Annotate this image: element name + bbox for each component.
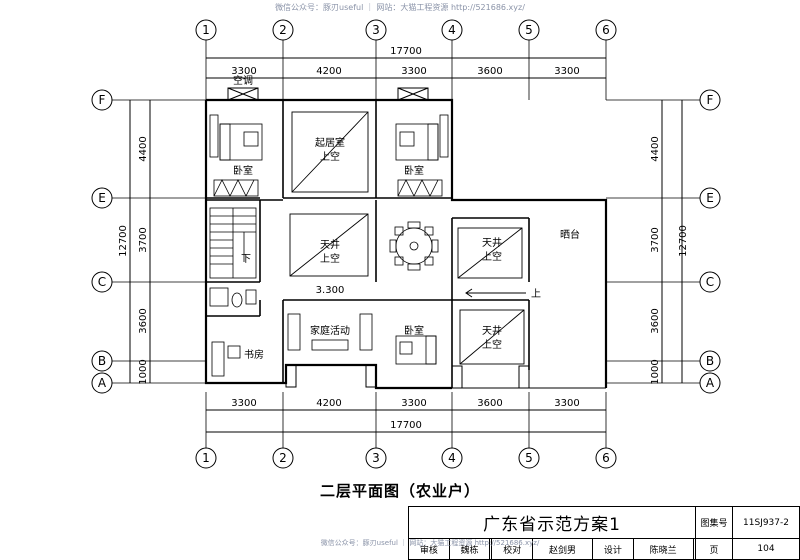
axis-row-b-left: B: [98, 354, 106, 368]
aircon-units: [227, 87, 530, 389]
top-total-dim: 17700: [390, 46, 422, 57]
bedroom-s-label: 卧室: [404, 324, 424, 337]
interior-walls: [206, 100, 530, 388]
row-axis-lines: [112, 99, 700, 384]
axis-bubbles: [91, 19, 721, 469]
bottom-span-4: 3600: [477, 398, 502, 409]
axis-col-1-bottom: 1: [202, 451, 210, 465]
axis-row-f-right: F: [707, 93, 714, 107]
dimension-texts: 17700 3300 4200 3300 3600 3300 3300 4200…: [118, 46, 689, 431]
page-number: 104: [732, 538, 800, 560]
stair-down-label: 下: [241, 254, 251, 265]
check-label: 校对: [491, 538, 534, 560]
atlas-number: 11SJ937-2: [732, 506, 800, 539]
plan-title: 二层平面图（农业户）: [319, 482, 480, 500]
aircon-label: 空调: [233, 74, 253, 87]
bottom-span-2: 4200: [316, 398, 341, 409]
bottom-span-5: 3300: [554, 398, 579, 409]
axis-row-c-left: C: [98, 275, 106, 289]
right-span-3: 3600: [650, 308, 661, 333]
check-name: 赵剑男: [532, 538, 594, 560]
design-label: 设计: [592, 538, 634, 560]
atlas-label: 图集号: [695, 506, 733, 539]
top-span-3: 3300: [401, 66, 426, 77]
column-axis-lines: [205, 40, 607, 448]
review-signature: [489, 538, 493, 560]
right-span-4: 1000: [650, 359, 661, 384]
axis-row-a-left: A: [98, 376, 107, 390]
review-label: 审核: [408, 538, 450, 560]
axis-col-1-top: 1: [202, 23, 210, 37]
stair: [209, 207, 257, 279]
bedroom-s-furniture: [395, 335, 437, 365]
axis-labels: 1 2 3 4 5 6 1 2 3 4 5 6 F E C B A F E C …: [98, 23, 715, 465]
bottom-span-3: 3300: [401, 398, 426, 409]
watermark-top: 微信公众号：豚刃useful ｜ 网站：大猫工程资源 http://521686…: [275, 3, 525, 12]
bottom-span-1: 3300: [231, 398, 256, 409]
axis-col-2-top: 2: [279, 23, 287, 37]
axis-col-3-top: 3: [372, 23, 380, 37]
axis-col-3-bottom: 3: [372, 451, 380, 465]
terrace-label: 晒台: [560, 228, 580, 241]
left-span-1: 4400: [138, 136, 149, 161]
stair-up-label: 上: [531, 288, 541, 300]
axis-col-5-top: 5: [525, 23, 533, 37]
watermark-bottom: 微信公众号：豚刃useful ｜ 网站：大猫工程资源 http://521686…: [320, 539, 540, 547]
left-span-4: 1000: [138, 359, 149, 384]
study-furniture: [211, 341, 241, 377]
axis-row-e-left: E: [98, 191, 106, 205]
axis-row-a-right: A: [706, 376, 715, 390]
axis-col-4-top: 4: [448, 23, 456, 37]
bedroom-nw-label: 卧室: [233, 164, 253, 177]
axis-col-2-bottom: 2: [279, 451, 287, 465]
level-mark: 3.300: [316, 285, 345, 296]
right-span-1: 4400: [650, 136, 661, 161]
east-court-1-label-a: 天井: [482, 236, 502, 249]
east-court-2-label-b: 上空: [482, 338, 502, 351]
left-span-3: 3600: [138, 308, 149, 333]
bedroom-ne-label: 卧室: [404, 164, 424, 177]
east-court-1-label-b: 上空: [482, 250, 502, 263]
void-hatching: [289, 111, 525, 365]
bedroom-ne-furniture: [395, 114, 449, 197]
east-court-2-label-a: 天井: [482, 324, 502, 337]
axis-row-b-right: B: [706, 354, 714, 368]
top-span-1: 3300: [231, 66, 256, 77]
axis-row-f-left: F: [99, 93, 106, 107]
right-total-dim: 12700: [678, 225, 689, 257]
bathroom-fixtures: [209, 287, 257, 308]
courtyard-label-1: 天井: [320, 238, 340, 251]
axis-col-5-bottom: 5: [525, 451, 533, 465]
living-void-label-2: 上空: [320, 150, 340, 163]
bottom-total-dim: 17700: [390, 420, 422, 431]
study-label: 书房: [244, 348, 264, 361]
axis-row-e-right: E: [706, 191, 714, 205]
design-name: 陈晓兰: [632, 538, 694, 560]
title-block: 广东省示范方案1 图集号 11SJ937-2 审核 魏栋 校对 赵剑男 设计 陈…: [408, 506, 800, 560]
room-labels: 空调 卧室 起居室 上空 卧室 天井 上空 晒台 天井 上空 天井 上空 3.3…: [233, 74, 580, 361]
terrace-arrow: [465, 288, 526, 298]
axis-col-6-top: 6: [602, 23, 610, 37]
top-span-2: 4200: [316, 66, 341, 77]
review-name: 魏栋: [448, 538, 491, 560]
top-span-4: 3600: [477, 66, 502, 77]
right-span-2: 3700: [650, 227, 661, 252]
family-sofas: [287, 313, 373, 351]
top-span-5: 3300: [554, 66, 579, 77]
left-total-dim: 12700: [118, 225, 129, 257]
living-void-label-1: 起居室: [315, 136, 345, 149]
bedroom-nw-furniture: [209, 114, 263, 197]
page-label: 页: [695, 538, 733, 560]
project-title: 广东省示范方案1: [408, 506, 696, 539]
exterior-walls: [204, 98, 608, 390]
axis-col-6-bottom: 6: [602, 451, 610, 465]
courtyard-label-2: 上空: [320, 252, 340, 265]
dining-table: [389, 221, 439, 271]
axis-col-4-bottom: 4: [448, 451, 456, 465]
left-span-2: 3700: [138, 227, 149, 252]
family-label: 家庭活动: [310, 324, 350, 337]
axis-row-c-right: C: [706, 275, 714, 289]
design-signature: [692, 538, 697, 560]
